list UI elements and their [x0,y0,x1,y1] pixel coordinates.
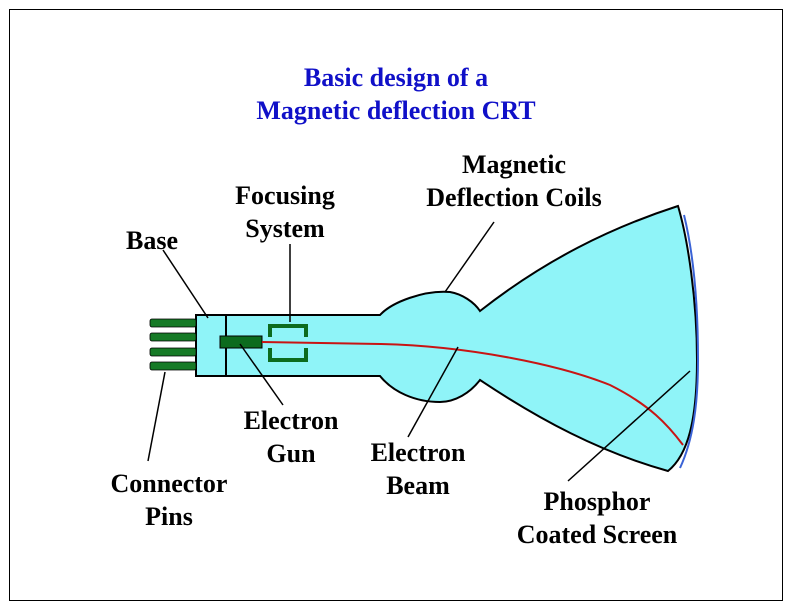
electron-beam [261,341,684,446]
gun-line-2: Gun [266,439,316,468]
focusing-line-1: Focusing [235,181,335,210]
screen-leader [567,370,691,482]
beam-line-2: Beam [386,471,450,500]
focusing-system-top [268,324,308,337]
beam-line-1: Electron [370,438,466,467]
focusing-line-2: System [245,214,325,243]
label-electron-gun: Electron Gun [228,404,354,470]
pins-line-1: Connector [110,469,228,498]
pins-line-2: Pins [145,502,193,531]
phosphor-screen-edge [679,214,700,469]
base-text: Base [126,226,178,255]
diagram-frame [9,9,783,601]
label-focusing-system: Focusing System [218,179,352,245]
label-deflection-coils: Magnetic Deflection Coils [406,148,622,214]
label-connector-pins: Connector Pins [94,467,244,533]
coils-line-1: Magnetic [462,150,566,179]
base-leader [162,249,209,319]
label-electron-beam: Electron Beam [354,436,482,502]
coils-line-2: Deflection Coils [426,183,602,212]
connector-pin [149,318,197,328]
gun-line-1: Electron [243,406,339,435]
screen-line-2: Coated Screen [516,520,678,549]
screen-line-1: Phosphor [543,487,651,516]
title-line-1: Basic design of a [303,63,489,92]
diagram-title: Basic design of a Magnetic deflection CR… [196,61,596,127]
title-line-2: Magnetic deflection CRT [256,96,536,125]
label-phosphor-screen: Phosphor Coated Screen [498,485,696,551]
focusing-system-bottom [268,348,308,362]
label-base: Base [126,224,178,257]
connector-pin [149,361,197,371]
beam-leader [407,346,459,438]
connector-pin [149,332,197,342]
gun-leader [239,343,284,406]
pins-leader [147,371,166,462]
connector-pin [149,347,197,357]
coils-leader [444,221,495,293]
